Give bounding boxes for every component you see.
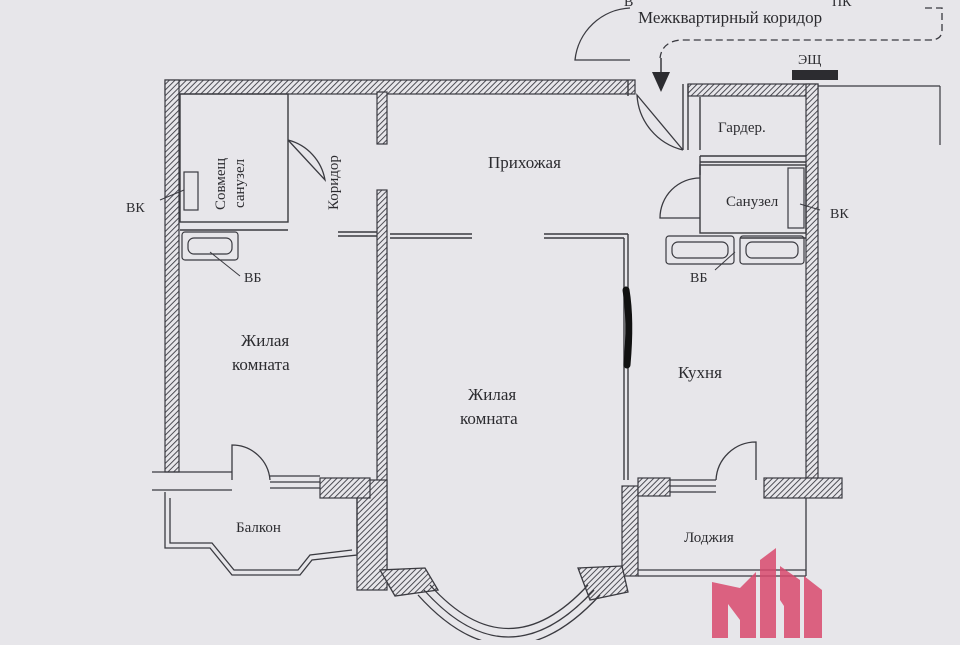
wall-column-right bbox=[621, 485, 639, 577]
bathroom-label: Санузел bbox=[726, 194, 779, 210]
bay-window bbox=[378, 565, 629, 645]
wall-partition-stub bbox=[376, 91, 388, 145]
living-left-label-line1: Жилая bbox=[241, 331, 289, 350]
vb-right-label: ВБ bbox=[690, 271, 707, 286]
hand-drawn-mark bbox=[622, 286, 633, 369]
watermark-logo bbox=[712, 548, 822, 638]
toilet-left bbox=[183, 171, 199, 211]
entrance-arrow-icon bbox=[652, 58, 670, 92]
fixtures bbox=[181, 167, 805, 265]
door-combined-bath bbox=[287, 139, 327, 183]
hall-label: Прихожая bbox=[488, 153, 561, 172]
wardrobe-label: Гардер. bbox=[718, 120, 766, 136]
door-balcony bbox=[231, 444, 271, 481]
combined-bath-label-line2: санузел bbox=[232, 158, 248, 208]
door-bathroom bbox=[659, 177, 701, 219]
vb-left-label: ВБ bbox=[244, 271, 261, 286]
marker-leaders bbox=[159, 189, 821, 277]
kitchen-label: Кухня bbox=[678, 363, 722, 382]
exterior-walls bbox=[164, 79, 819, 591]
loggia-label: Лоджия bbox=[684, 530, 734, 546]
sink-right-b bbox=[739, 235, 805, 265]
vk-right-label: ВК bbox=[830, 207, 849, 222]
balcony-outline bbox=[164, 492, 358, 576]
sink-right-a bbox=[665, 235, 735, 265]
living-center-label-line2: комната bbox=[460, 409, 518, 428]
corridor-top-left-label: В bbox=[624, 0, 633, 10]
inner-corridor-label: Коридор bbox=[326, 155, 342, 210]
vk-left-label: ВК bbox=[126, 201, 145, 216]
toilet-right bbox=[787, 167, 805, 229]
wall-left bbox=[164, 79, 180, 473]
combined-bath-label-line1: Совмещ bbox=[213, 158, 229, 210]
corridor-outline bbox=[659, 7, 943, 59]
wall-combined-bath bbox=[179, 93, 289, 223]
corridor-top-right-label: ПК bbox=[832, 0, 852, 10]
electric-panel-icon bbox=[792, 70, 838, 80]
door-entrance bbox=[636, 93, 684, 151]
bathtub-left bbox=[181, 231, 239, 261]
electric-panel-label: ЭЩ bbox=[798, 53, 821, 68]
doors bbox=[231, 7, 757, 481]
door-corridor-swing bbox=[574, 7, 631, 61]
wall-bathroom bbox=[699, 164, 807, 234]
living-left-label-line2: комната bbox=[232, 355, 290, 374]
door-loggia bbox=[715, 441, 757, 481]
wall-top-right bbox=[687, 83, 819, 97]
living-center-label-line1: Жилая bbox=[468, 385, 516, 404]
balcony-label: Балкон bbox=[236, 520, 281, 536]
wall-right bbox=[805, 83, 819, 497]
wall-top-left bbox=[164, 79, 636, 95]
loggia-outline bbox=[638, 498, 807, 577]
corridor-label: Межквартирный коридор bbox=[638, 8, 822, 27]
windows bbox=[152, 85, 941, 499]
